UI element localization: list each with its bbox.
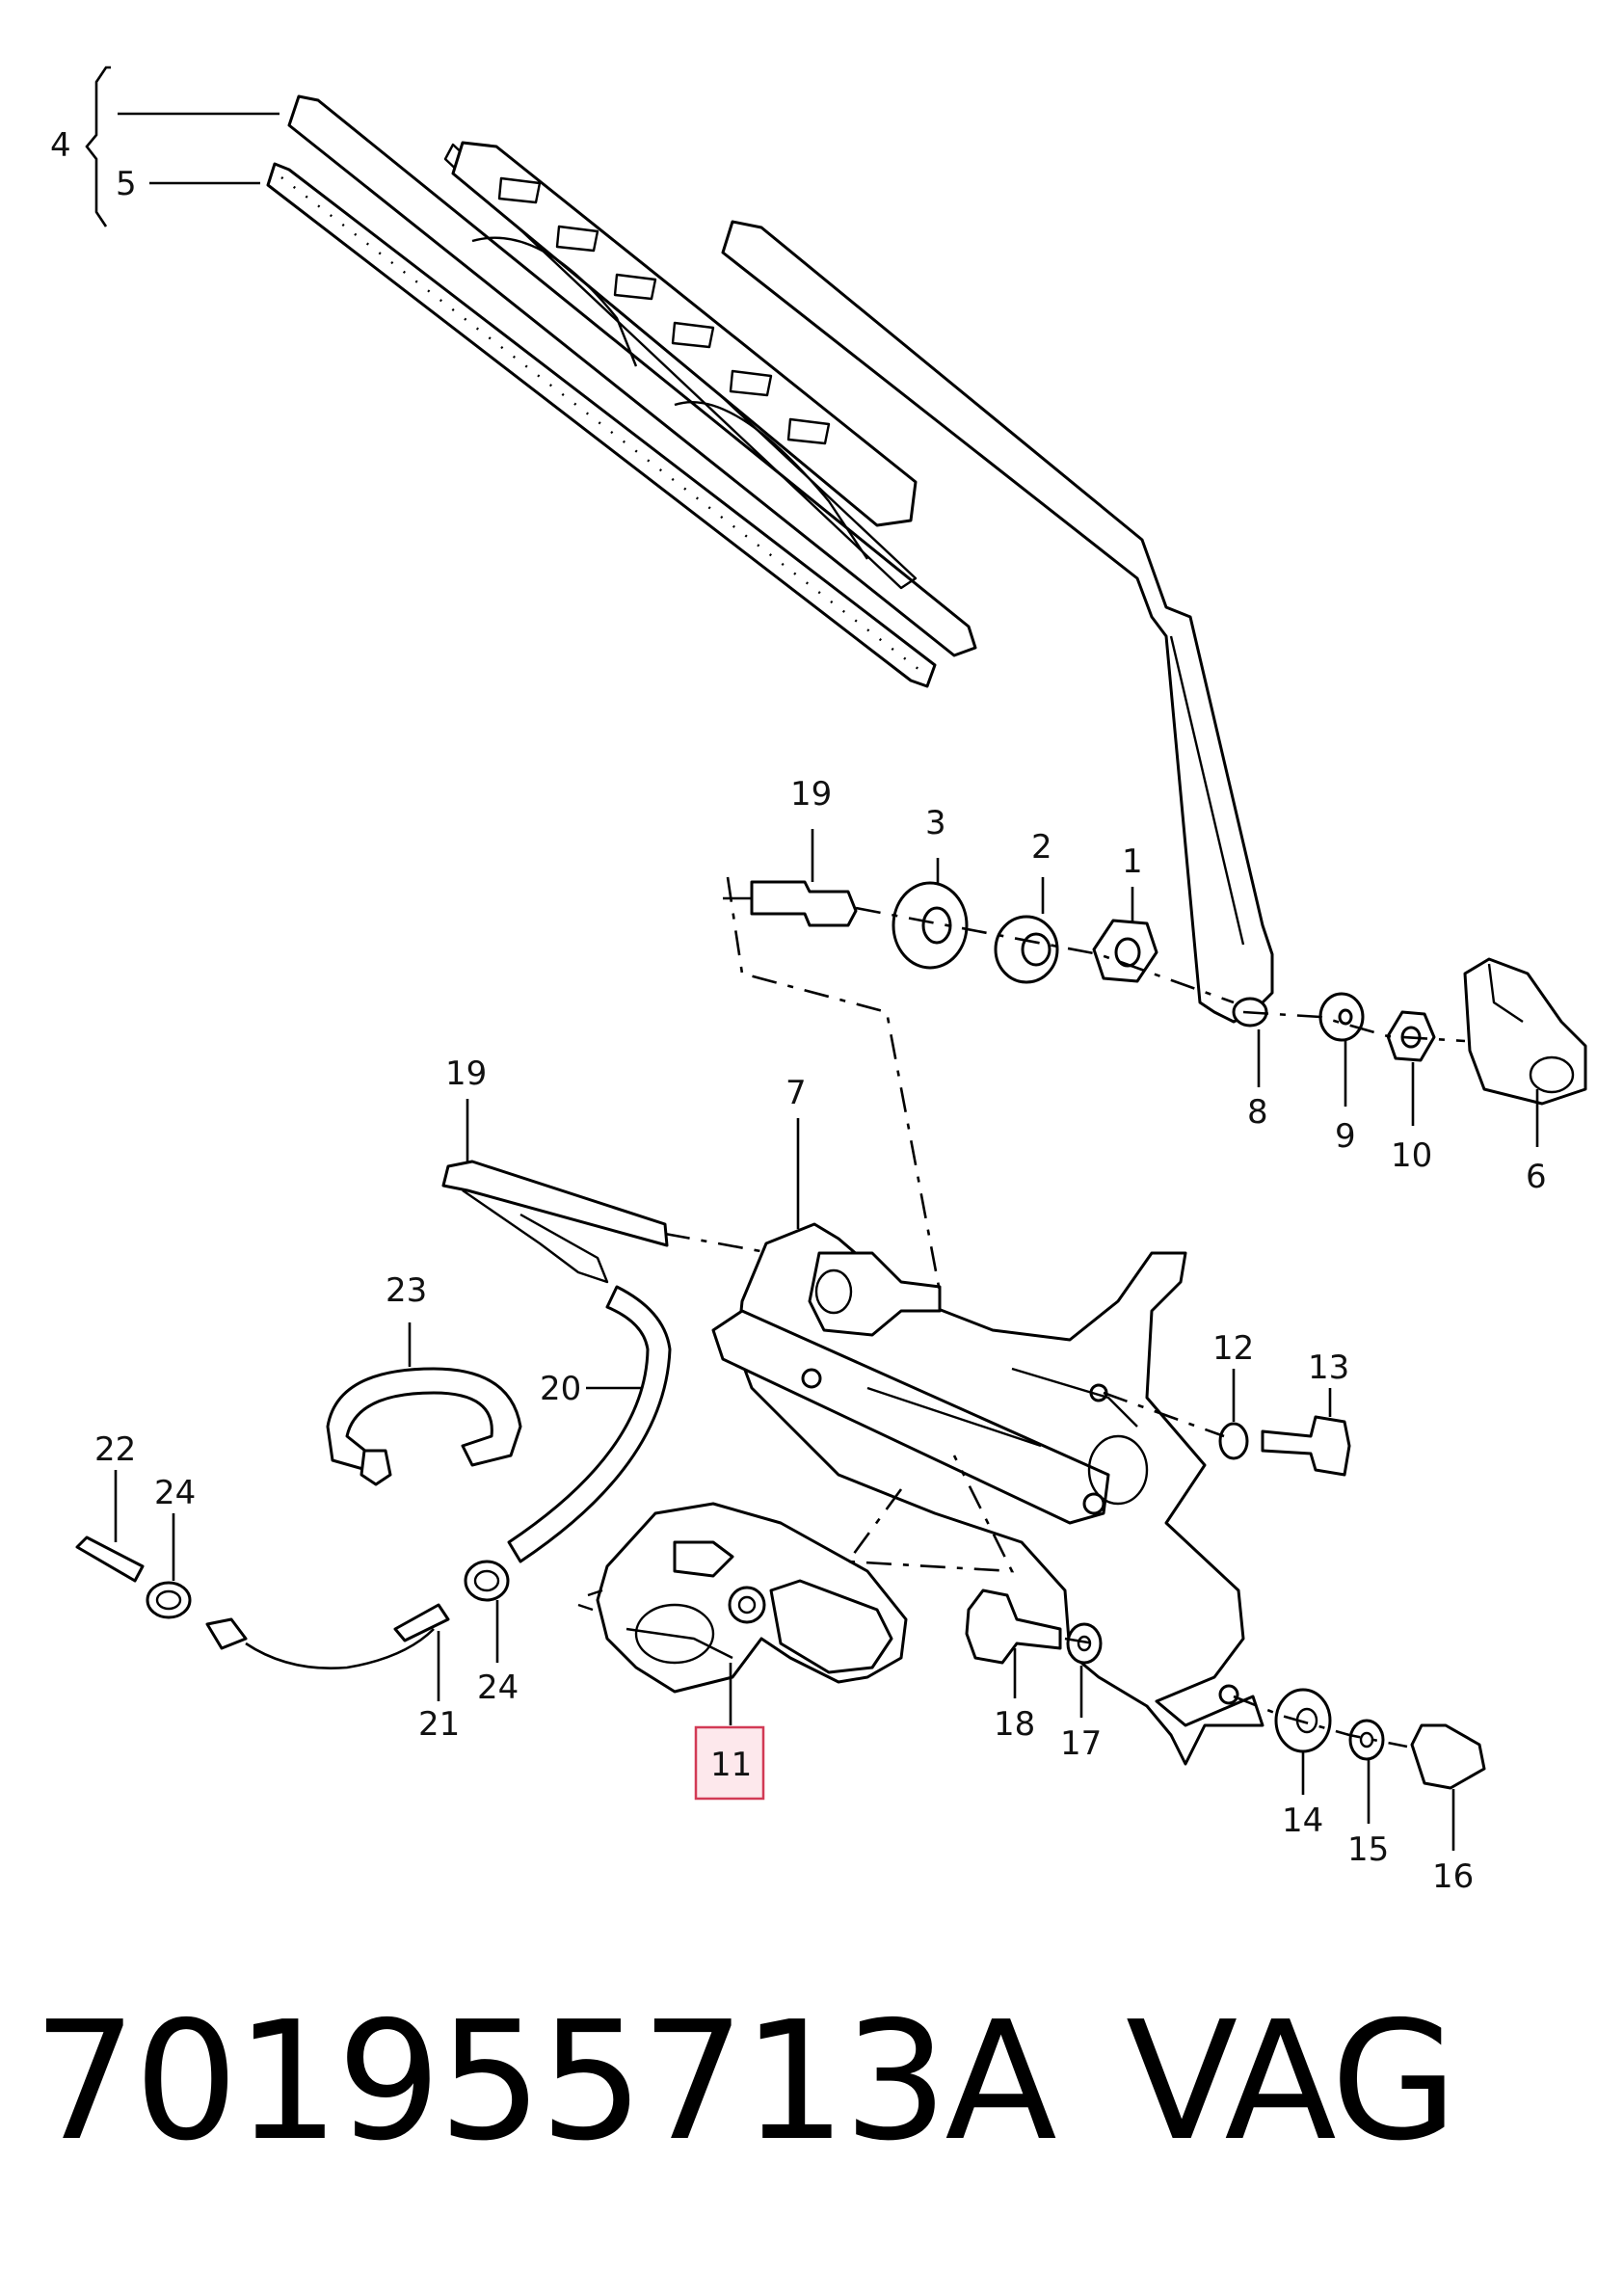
exploded-parts-diagram: 4 5 19 3 2 1 8 9 10 6 19 7 23 20 22 24 2… [50,66,1587,1889]
callout-7: 7 [785,1074,807,1112]
hose-21 [205,1603,450,1669]
cap-6 [1463,957,1587,1106]
callout-23: 23 [386,1271,427,1310]
brand-name: VAG [1126,1987,1457,2177]
callout-1: 1 [1122,842,1143,881]
wiper-motor-11 [577,1502,908,1694]
washer-hose-20 [507,1285,672,1563]
strap-23 [326,1367,522,1486]
wiper-blade-assembly [287,94,977,657]
pump-nozzle-19 [441,1160,669,1284]
callout-13: 13 [1308,1348,1349,1387]
callout-24-right: 24 [477,1669,519,1707]
callout-labels: 4 5 19 3 2 1 8 9 10 6 19 7 23 20 22 24 2… [50,126,1547,1889]
hose-clip-24-left [146,1581,192,1619]
callout-3: 3 [925,804,946,842]
callout-15: 15 [1347,1830,1389,1869]
washer-15 [1348,1719,1385,1761]
sleeve-22 [75,1535,145,1583]
hose-clip-24-right [464,1560,510,1602]
wiper-rubber-insert [266,162,937,688]
washer-12 [1218,1422,1249,1460]
callout-21: 21 [418,1705,460,1744]
bush-3 [892,881,969,970]
callout-16: 16 [1432,1857,1474,1889]
bolt-18 [965,1589,1062,1665]
washer-2 [994,915,1059,984]
spindle-pin-19 [723,880,858,927]
cap-nut-16 [1410,1723,1486,1790]
callout-11-highlight-box [694,1725,765,1801]
callout-19-mid: 19 [445,1055,487,1093]
callout-4: 4 [50,126,71,165]
nut-1 [1092,919,1158,983]
callout-19-top: 19 [790,775,832,814]
leader-lines [85,66,1539,1851]
callout-8: 8 [1247,1093,1268,1132]
wiper-frame-7 [711,1222,1264,1766]
assembly-lines [664,876,1466,1749]
callout-5: 5 [116,165,137,203]
bolt-13 [1261,1415,1351,1477]
washer-9 [1318,992,1365,1042]
callout-24-left: 24 [154,1474,196,1512]
callout-6: 6 [1526,1158,1547,1196]
callout-11: 11 [710,1746,752,1784]
callout-9: 9 [1335,1117,1356,1156]
callout-20: 20 [540,1370,581,1408]
callout-2: 2 [1031,828,1052,867]
part-number: 701955713A [33,1987,1057,2177]
part-footer: 701955713A VAG [0,1986,1597,2198]
callout-10: 10 [1391,1136,1432,1175]
callout-12: 12 [1212,1329,1254,1368]
washer-17 [1066,1622,1103,1665]
callout-17: 17 [1060,1724,1102,1763]
callout-18: 18 [994,1705,1035,1744]
nut-10 [1386,1010,1436,1062]
callout-14: 14 [1282,1802,1323,1840]
callout-22: 22 [94,1430,136,1469]
